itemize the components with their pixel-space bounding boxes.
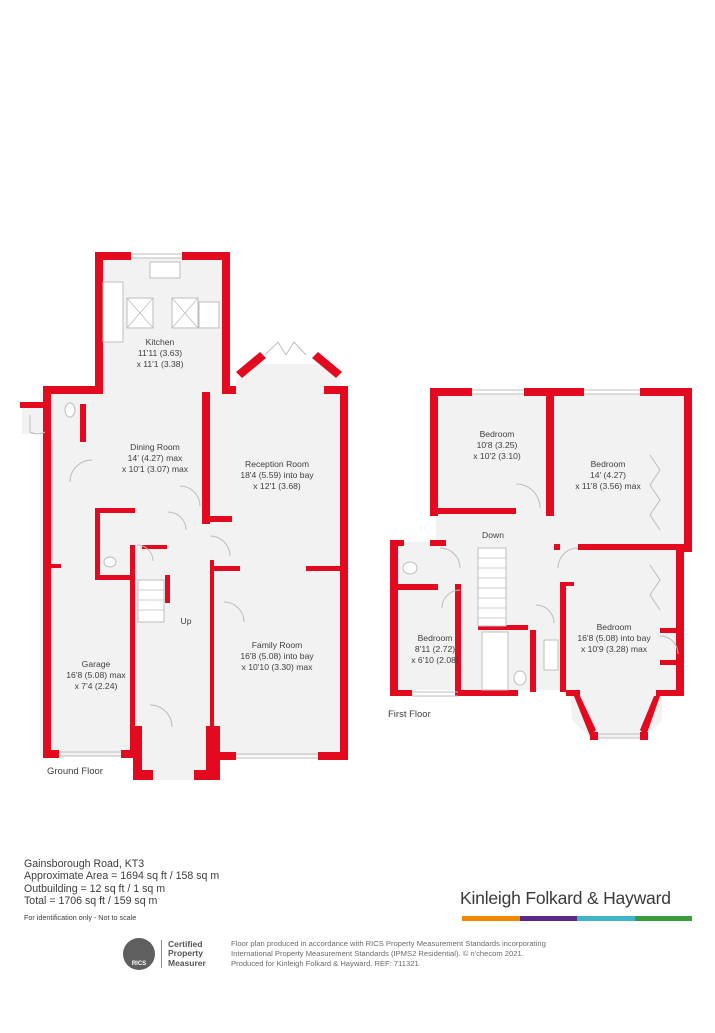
first-floor-walls [390, 388, 692, 740]
room-dim-reception-room-1: 18'4 (5.59) into bay [240, 470, 314, 480]
first-floor-plan [390, 388, 692, 740]
room-dim-bedroom-1-a: 10'8 (3.25) [477, 440, 518, 450]
room-dim-family-room-2: x 10'10 (3.30) max [242, 662, 314, 672]
brand-bar-teal [577, 916, 635, 921]
rics-certified-text: Certified Property Measurer [161, 939, 206, 969]
room-dim-bedroom-3-a: 8'11 (2.72) [415, 644, 455, 654]
first-floor-fixtures [402, 547, 559, 691]
property-info: Gainsborough Road, KT3 Approximate Area … [24, 858, 219, 924]
ground-floor-openings [29, 253, 318, 759]
rics-badge: RICS Certified Property Measurer [123, 938, 206, 970]
room-name-bedroom-1: Bedroom [480, 429, 515, 439]
room-dim-reception-room-2: x 12'1 (3.68) [253, 481, 301, 491]
brand-bar-orange [462, 916, 520, 921]
room-dim-bedroom-2-b: x 11'8 (3.56) max [575, 481, 641, 491]
room-dim-bedroom-1-b: x 10'2 (3.10) [473, 451, 521, 461]
room-dim-dining-room-1: 14' (4.27) max [128, 453, 183, 463]
brand-color-bar [462, 916, 692, 921]
room-name-bedroom-4: Bedroom [597, 622, 632, 632]
disclaimer: Floor plan produced in accordance with R… [231, 939, 611, 968]
total-area: Total = 1706 sq ft / 159 sq m [24, 895, 158, 908]
ground-floor-fixture-details [126, 297, 199, 611]
outbuilding-area: Outbuilding = 12 sq ft / 1 sq m [24, 882, 166, 895]
stairs-up-label: Up [181, 616, 192, 626]
room-dim-family-room-1: 16'8 (5.08) into bay [240, 651, 314, 661]
room-name-garage: Garage [82, 659, 111, 669]
disclaimer-line-1: Floor plan produced in accordance with R… [231, 939, 546, 948]
brand-bar-purple [519, 916, 577, 921]
rics-logo-icon: RICS [123, 938, 155, 970]
ground-floor-plan [20, 252, 348, 780]
room-name-family-room: Family Room [252, 640, 303, 650]
first-floor-openings [412, 389, 679, 739]
first-floor-label: First Floor [388, 709, 431, 720]
room-dim-kitchen-2: x 11'1 (3.38) [137, 359, 184, 369]
room-name-dining-room: Dining Room [130, 442, 180, 452]
approximate-area: Approximate Area = 1694 sq ft / 158 sq m [24, 870, 220, 883]
ground-floor-labels: Kitchen 11'11 (3.63) x 11'1 (3.38) Dinin… [47, 337, 314, 777]
room-dim-kitchen-1: 11'11 (3.63) [138, 348, 182, 358]
room-name-kitchen: Kitchen [146, 337, 175, 347]
disclaimer-line-3: Produced for Kinleigh Folkard & Hayward.… [231, 958, 419, 968]
room-dim-bedroom-3-b: x 6'10 (2.08) [411, 655, 459, 665]
property-address: Gainsborough Road, KT3 [24, 858, 145, 870]
ground-floor-walls [20, 252, 348, 780]
ground-floor-label: Ground Floor [47, 766, 103, 777]
first-floor-labels: Bedroom 10'8 (3.25) x 10'2 (3.10) Bedroo… [388, 429, 651, 720]
brand-bar-green [634, 916, 692, 921]
room-name-reception-room: Reception Room [245, 459, 309, 469]
room-name-bedroom-3: Bedroom [418, 633, 453, 643]
room-dim-garage-2: x 7'4 (2.24) [75, 681, 118, 691]
identification-note: For identification only - Not to scale [24, 912, 137, 922]
room-dim-garage-1: 16'8 (5.08) max [66, 670, 126, 680]
stairs-down-label: Down [482, 530, 504, 540]
first-floor-stairs [478, 557, 506, 619]
first-floor-fill [396, 394, 686, 738]
room-dim-dining-room-2: x 10'1 (3.07) max [122, 464, 189, 474]
room-dim-bedroom-4-a: 16'8 (5.08) into bay [577, 633, 651, 643]
room-dim-bedroom-2-a: 14' (4.27) [590, 470, 626, 480]
brand-name: Kinleigh Folkard & Hayward [460, 888, 671, 908]
ground-floor-fill [22, 258, 348, 780]
disclaimer-line-2: International Property Measurement Stand… [231, 948, 524, 958]
room-name-bedroom-2: Bedroom [591, 459, 626, 469]
room-dim-bedroom-4-b: x 10'9 (3.28) max [581, 644, 648, 654]
